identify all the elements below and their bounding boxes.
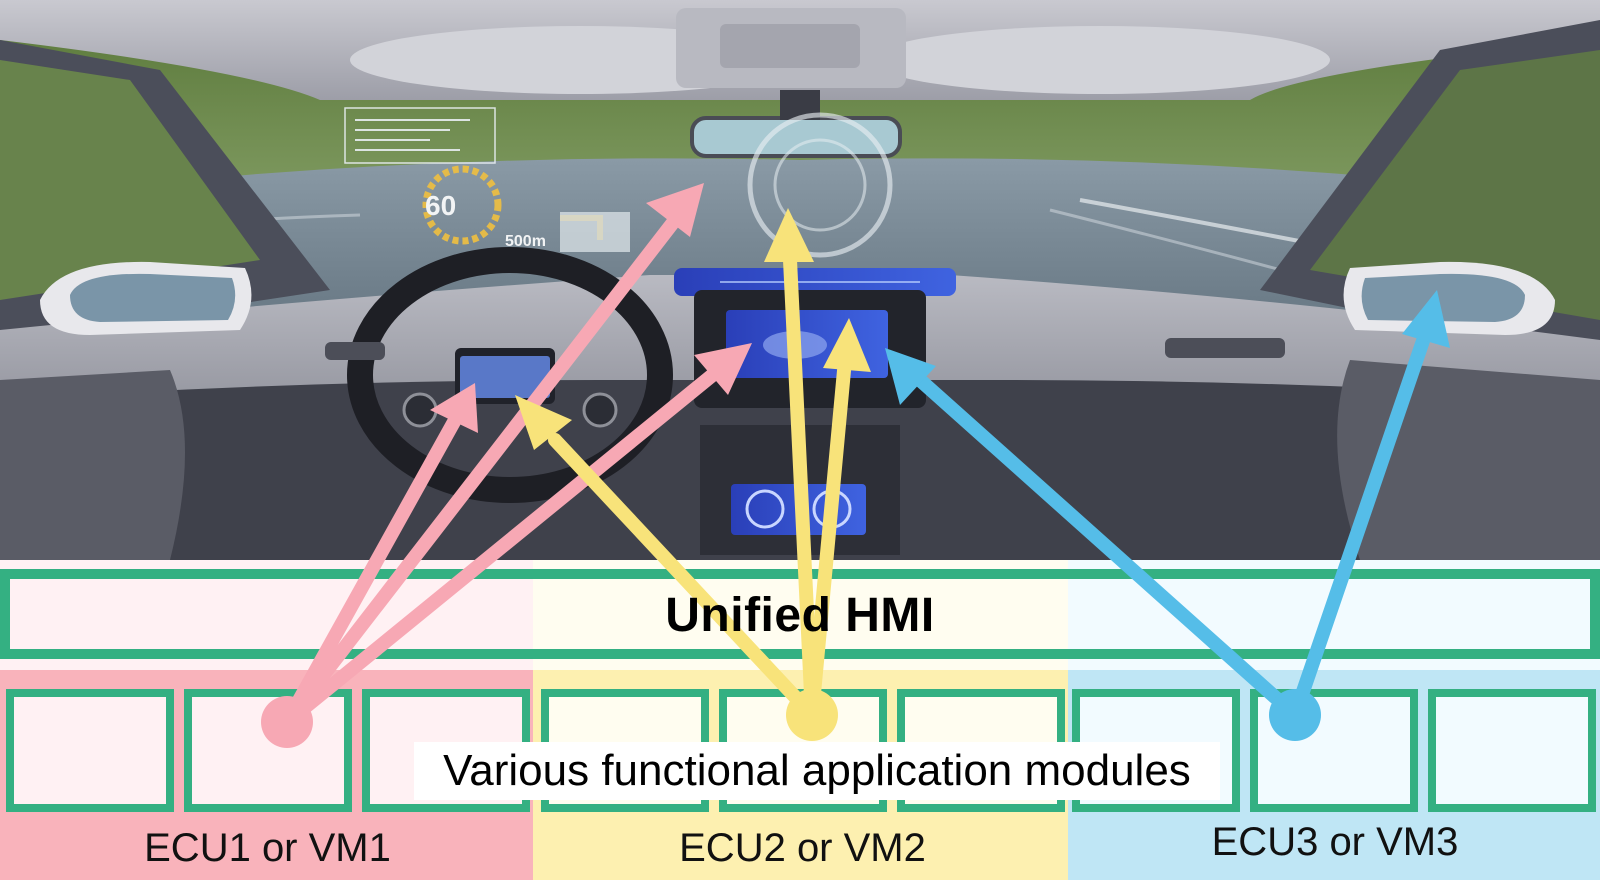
arrow-head: [515, 395, 572, 450]
car-interior-image: 60 500m: [0, 0, 1600, 560]
arrow-ecu1-to-hud: [280, 213, 682, 729]
ecu2-source-dot: [786, 689, 838, 741]
arrow-head: [764, 208, 814, 262]
modules-label: Various functional application modules: [414, 742, 1220, 800]
arrow-ecu3-to-center-screen: [913, 373, 1302, 722]
ecu1-source-dot: [261, 696, 313, 748]
arrow-head: [1402, 290, 1450, 348]
module-box: [6, 689, 174, 812]
hud-display: 60 500m: [344, 107, 893, 258]
arrows-ecu3: [885, 290, 1450, 741]
unified-hmi-title: Unified HMI: [665, 589, 935, 642]
arrow-head: [885, 348, 936, 405]
arrow-head: [823, 318, 871, 372]
module-box: [1250, 689, 1418, 812]
arrow-ecu2-to-hud: [783, 253, 819, 722]
arrow-head: [646, 183, 704, 237]
ecu2-label: ECU2 or VM2: [679, 826, 926, 870]
arrow-ecu1-to-cluster: [280, 413, 462, 729]
hud-speed: 60: [425, 190, 456, 221]
arrow-head: [430, 383, 478, 433]
hud-distance: 500m: [505, 233, 546, 250]
arrow-ecu1-to-center-screen: [280, 366, 722, 729]
arrow-ecu2-to-center-screen: [805, 353, 852, 722]
ecu3-label: ECU3 or VM3: [1211, 820, 1459, 864]
arrow-head: [694, 343, 752, 395]
arrows-ecu2: [515, 208, 871, 741]
module-box: [184, 689, 352, 812]
ecu3-source-dot: [1269, 689, 1321, 741]
arrow-ecu2-to-cluster: [548, 433, 819, 722]
module-box: [1428, 689, 1596, 812]
arrow-ecu3-to-side-mirror: [1288, 328, 1432, 722]
ecu1-label: ECU1 or VM1: [144, 826, 391, 870]
arrows-ecu1: [261, 183, 752, 748]
steering-wheel: [347, 247, 673, 503]
